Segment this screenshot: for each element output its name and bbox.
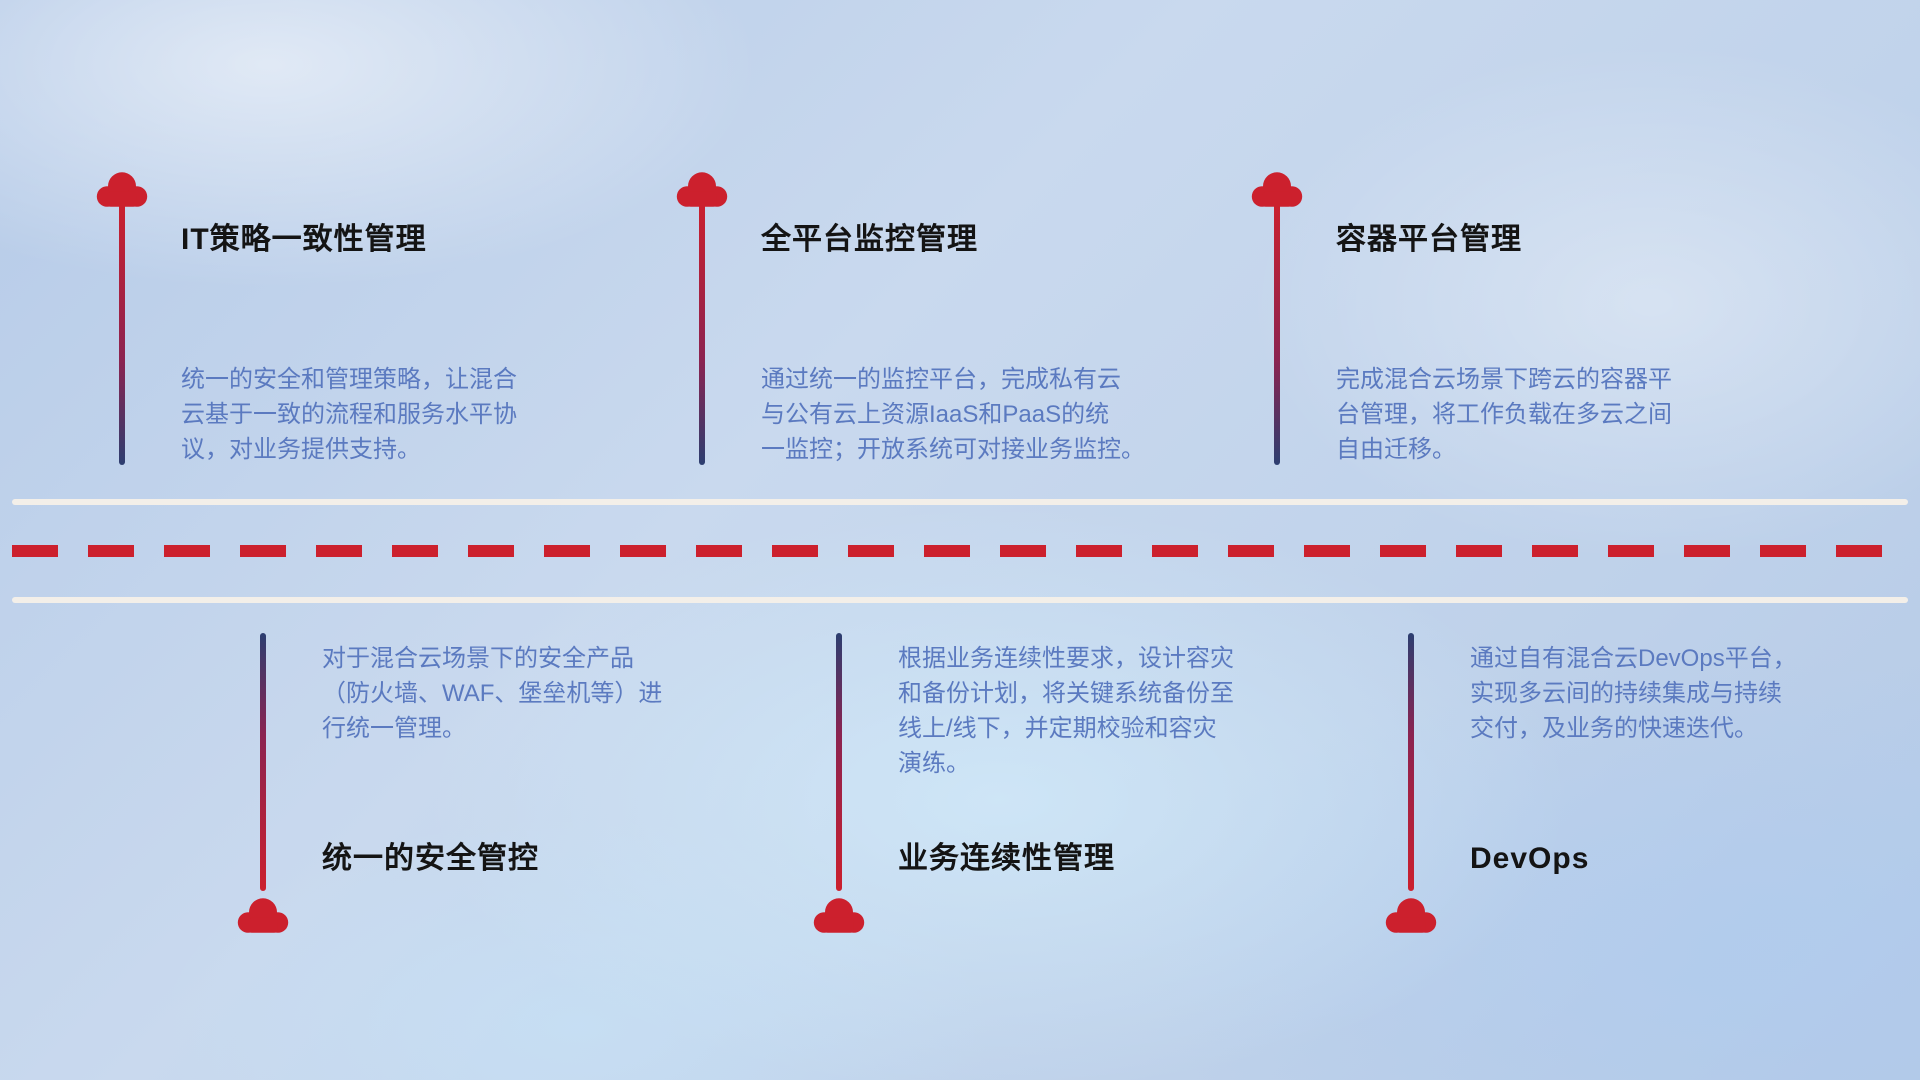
connector-line <box>1408 633 1414 891</box>
road-bottom-line <box>12 597 1908 603</box>
cloud-icon <box>96 172 148 207</box>
cloud-icon <box>813 898 865 933</box>
cloud-icon <box>237 898 289 933</box>
capability-description: 完成混合云场景下跨云的容器平 台管理，将工作负载在多云之间 自由迁移。 <box>1336 366 1672 463</box>
capability-title: 业务连续性管理 <box>898 842 1115 875</box>
connector-line <box>119 201 125 465</box>
road-top-line <box>12 499 1908 505</box>
capability-description: 统一的安全和管理策略，让混合 云基于一致的流程和服务水平协 议，对业务提供支持。 <box>181 366 517 463</box>
capability-title: DevOps <box>1470 842 1590 875</box>
capability-title: 全平台监控管理 <box>761 223 978 256</box>
road-dashed-centerline <box>12 545 1908 557</box>
capability-description: 通过自有混合云DevOps平台， 实现多云间的持续集成与持续 交付，及业务的快速… <box>1470 645 1797 742</box>
capability-description: 对于混合云场景下的安全产品 （防火墙、WAF、堡垒机等）进 行统一管理。 <box>322 645 663 742</box>
cloud-icon <box>1251 172 1303 207</box>
cloud-icon <box>676 172 728 207</box>
capability-description: 根据业务连续性要求，设计容灾 和备份计划，将关键系统备份至 线上/线下，并定期校… <box>898 645 1234 777</box>
capability-description: 通过统一的监控平台，完成私有云 与公有云上资源IaaS和PaaS的统 一监控；开… <box>761 366 1145 463</box>
cloud-icon <box>1385 898 1437 933</box>
capability-title: 统一的安全管控 <box>322 842 539 875</box>
connector-line <box>836 633 842 891</box>
capability-title: 容器平台管理 <box>1336 223 1522 256</box>
connector-line <box>699 201 705 465</box>
connector-line <box>260 633 266 891</box>
capability-title: IT策略一致性管理 <box>181 223 427 256</box>
connector-line <box>1274 201 1280 465</box>
